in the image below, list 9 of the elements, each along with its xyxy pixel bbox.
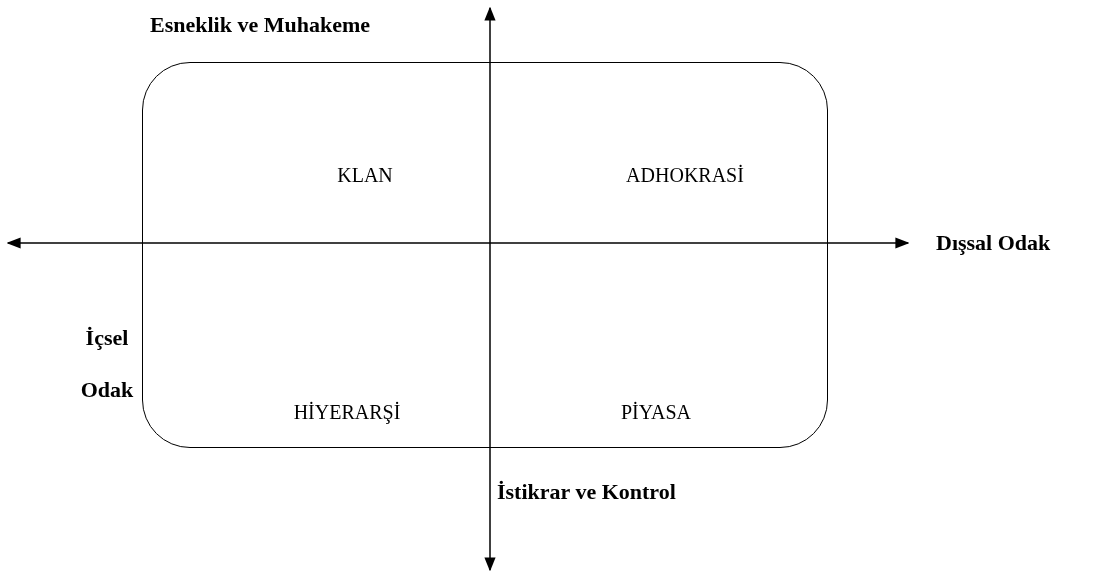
rounded-rectangle xyxy=(142,62,828,448)
quadrant-label: HİYERARŞİ xyxy=(293,400,401,424)
quadrant-label: KLAN xyxy=(337,163,393,187)
axis-label: Esneklik ve Muhakeme xyxy=(150,12,371,38)
axis-label: Dışsal Odak xyxy=(936,230,1051,256)
axis-label: İçsel Odak xyxy=(79,324,135,404)
quadrant-label: PİYASA xyxy=(621,400,691,424)
axis-label: İstikrar ve Kontrol xyxy=(497,479,676,505)
quadrant-label: ADHOKRASİ xyxy=(626,163,744,187)
